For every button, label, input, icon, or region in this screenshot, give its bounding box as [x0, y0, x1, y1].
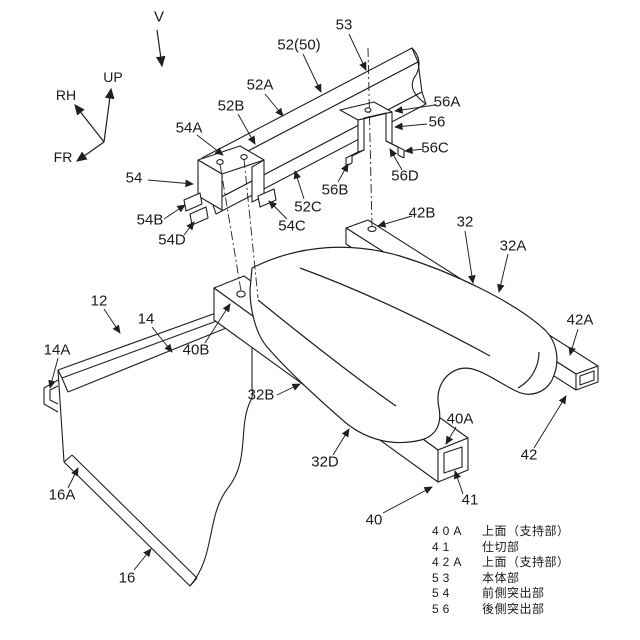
legend-row: 53 本体部 [432, 571, 570, 587]
center-lines [219, 47, 373, 299]
leader-lines [48, 33, 579, 571]
bolt-hole [236, 290, 246, 298]
ref-label-56C: 56C [421, 139, 449, 157]
bolt-hole [364, 107, 372, 113]
flange-54D [189, 206, 209, 226]
legend-desc: 上面（支持部） [482, 524, 570, 538]
bracket-56 [339, 101, 405, 167]
legend-num: 56 [432, 601, 454, 616]
ref-label-52-50: 52(50) [277, 36, 321, 54]
ref-label-40B: 40B [182, 341, 210, 359]
legend-row: 56 後側突出部 [432, 602, 570, 618]
ref-label-54: 54 [125, 169, 143, 187]
axis-label-up: UP [103, 69, 123, 85]
cover-fold-line [257, 299, 397, 407]
flange-54B [183, 192, 203, 212]
ref-label-52A: 52A [246, 76, 274, 94]
ref-label-56A: 56A [433, 93, 461, 111]
cover-fold-line [299, 267, 491, 357]
ref-label-32: 32 [456, 213, 474, 231]
ref-label-16A: 16A [48, 486, 76, 504]
axis-fr-arrow [76, 141, 105, 162]
legend-row: 41 仕切部 [432, 540, 570, 556]
ref-label-54D: 54D [158, 231, 186, 249]
legend-num: 54 [432, 586, 454, 600]
ref-label-14A: 14A [43, 341, 71, 359]
legend-num: 40A [432, 524, 466, 538]
cover-32 [249, 246, 558, 444]
legend-row: 40A 上面（支持部） [432, 524, 570, 540]
ref-label-32B: 32B [247, 386, 275, 404]
ref-label-54A: 54A [175, 119, 203, 137]
legend-num: 41 [432, 539, 454, 554]
legend-desc: 仕切部 [482, 539, 520, 554]
ref-label-12: 12 [90, 292, 108, 310]
ref-label-32A: 32A [499, 237, 527, 255]
ref-label-40: 40 [365, 511, 383, 529]
cover-fold-line [517, 351, 540, 389]
ref-label-41: 41 [461, 491, 479, 509]
ref-label-54C: 54C [278, 217, 306, 235]
view-direction-arrow [155, 29, 166, 68]
ref-label-56B: 56B [321, 181, 349, 199]
ref-label-40A: 40A [446, 410, 474, 428]
legend-desc: 上面（支持部） [482, 555, 570, 569]
ref-label-52B: 52B [217, 97, 245, 115]
ref-label-42B: 42B [408, 204, 436, 222]
legend-desc: 前側突出部 [482, 586, 545, 600]
ref-label-53: 53 [335, 16, 353, 34]
view-and-axes-arrows [74, 29, 166, 162]
ref-label-42A: 42A [566, 311, 594, 329]
ref-label-54B: 54B [136, 211, 164, 229]
ref-label-16: 16 [118, 569, 136, 587]
legend: 40A 上面（支持部） 41 仕切部 42A 上面（支持部） 53 本体部 54… [432, 524, 570, 617]
axis-label-fr: FR [53, 149, 73, 165]
ref-label-32D: 32D [311, 453, 339, 471]
axis-rh-arrow [74, 104, 105, 143]
axis-up-arrow [103, 87, 115, 143]
ref-label-56: 56 [428, 113, 446, 131]
ref-label-42: 42 [520, 446, 538, 464]
beam-break-line [411, 47, 427, 105]
flange-54C [257, 188, 277, 208]
legend-num: 53 [432, 570, 454, 585]
legend-num: 42A [432, 555, 466, 569]
ref-label-14: 14 [137, 310, 155, 328]
legend-desc: 後側突出部 [482, 601, 545, 616]
view-label: V [153, 8, 165, 26]
ref-label-56D: 56D [391, 167, 419, 185]
beam40-partition-41 [443, 446, 463, 474]
ref-label-52C: 52C [294, 198, 322, 216]
legend-row: 42A 上面（支持部） [432, 555, 570, 571]
legend-desc: 本体部 [482, 570, 520, 585]
axis-label-rh: RH [55, 87, 77, 103]
legend-row: 54 前側突出部 [432, 586, 570, 602]
lower-box-16 [43, 299, 254, 587]
